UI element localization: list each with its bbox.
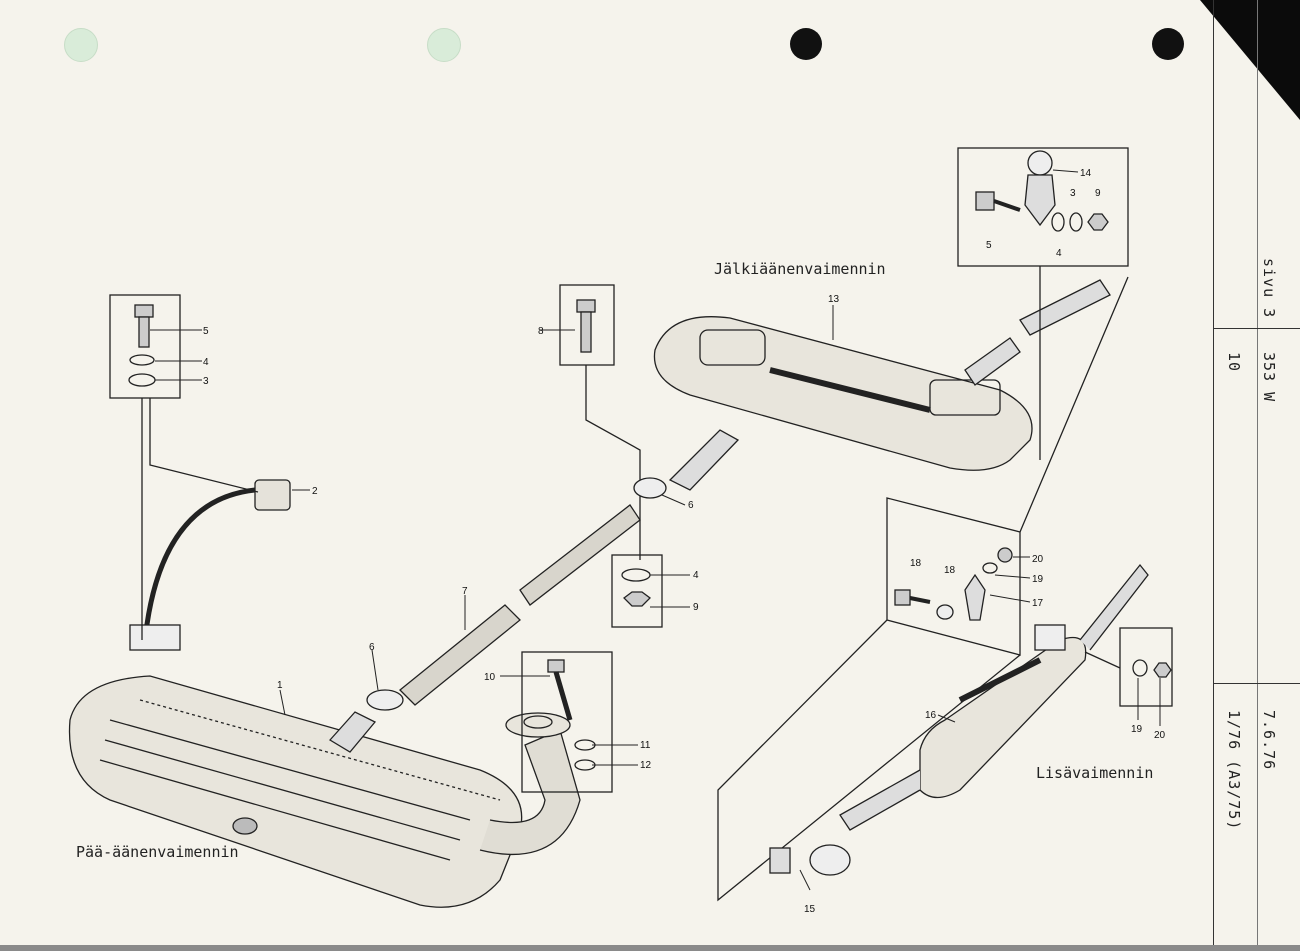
punch-hole [790,28,822,60]
callout-2: 2 [312,486,318,497]
callout-7: 7 [462,586,468,597]
aux-inlet-pipe-end [809,844,851,876]
punch-hole [64,28,98,62]
callout-13: 13 [828,294,840,305]
hanger-strap [142,487,256,641]
callout-18-a: 18 [910,558,922,569]
folded-corner [1200,0,1300,120]
fastener-box-1 [109,294,181,399]
callout-11: 11 [640,740,651,751]
main-muffler-label: Pää-äänenvaimennin [76,843,239,861]
callout-14: 14 [1080,168,1092,179]
callout-3-box5: 3 [1070,188,1076,199]
callout-5-box5: 5 [986,240,992,251]
callout-4-box5: 4 [1056,248,1062,259]
aux-muffler-label: Lisävaimennin [1036,764,1154,782]
callout-4: 4 [203,357,209,368]
callout-6-upper: 6 [688,500,694,511]
callout-16: 16 [925,710,937,721]
callout-10: 10 [484,672,496,683]
callout-5: 5 [203,326,209,337]
clamp-lower [366,689,404,711]
main-muffler [68,675,523,908]
fastener-box-6 [886,497,1021,656]
rear-muffler [653,316,1033,471]
callout-19-box6: 19 [1032,574,1044,585]
page-info-sidebar [1213,0,1300,951]
clamp-aux [769,847,791,874]
callout-4-box3: 4 [693,570,699,581]
rear-outlet-pipe [964,337,1021,386]
punch-hole [427,28,461,62]
connecting-pipe-lower [399,604,521,706]
callout-20-box7: 20 [1154,730,1166,741]
callout-3: 3 [203,376,209,387]
rear-muffler-label: Jälkiäänenvaimennin [714,260,886,278]
aux-muffler [839,563,1149,831]
fastener-box-2 [559,284,615,366]
main-outlet-stub [328,711,377,753]
section-number: 10 [1225,352,1243,373]
callout-9: 9 [693,602,699,613]
clamp-upper [633,477,667,499]
rear-inlet-pipe [668,429,740,491]
callout-20-box6: 20 [1032,554,1044,565]
fastener-box-4 [521,651,613,793]
rubber-mount [254,479,291,511]
issue-date: 7.6.76 [1260,710,1278,771]
callout-9-box5: 9 [1095,188,1101,199]
scan-edge [0,945,1300,951]
model-number: 353 W [1260,352,1278,403]
callout-1: 1 [277,680,283,691]
fastener-box-5 [957,147,1129,267]
callout-15: 15 [804,904,816,915]
callout-18-b: 18 [944,565,956,576]
callout-12: 12 [640,760,652,771]
callout-19-box7: 19 [1131,724,1143,735]
exploded-view-drawing: 5 4 3 2 8 1 6 7 6 4 9 10 11 12 13 14 3 9… [68,147,1173,915]
edition: 1/76 (A3/75) [1225,710,1243,831]
hanger-plate [129,624,181,651]
tail-pipe [1019,279,1111,336]
punch-hole [1152,28,1184,60]
page-number: sivu 3 [1260,258,1278,319]
callout-17: 17 [1032,598,1044,609]
callout-8: 8 [538,326,544,337]
fastener-box-7 [1119,627,1173,707]
fastener-box-3 [611,554,663,628]
callout-6-lower: 6 [369,642,375,653]
